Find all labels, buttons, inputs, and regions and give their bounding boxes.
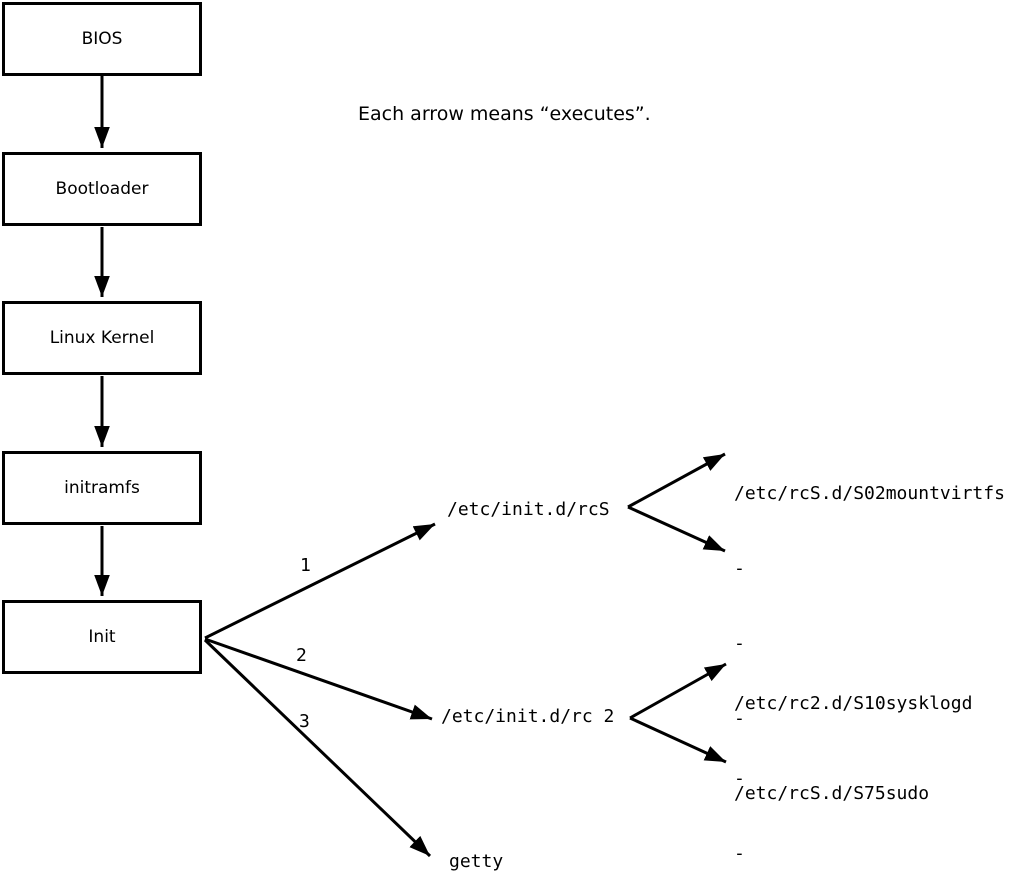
arrow-rcs-to-s02mountvirtfs [627, 452, 726, 509]
node-init-label: Init [88, 627, 116, 647]
node-bios-label: BIOS [81, 29, 123, 49]
node-init: Init [2, 600, 202, 674]
script-s02mountvirtfs: /etc/rcS.d/S02mountvirtfs [734, 483, 1005, 504]
arrow-init-to-getty [203, 638, 432, 858]
arrow-init-to-rc2 [204, 637, 433, 721]
node-bootloader: Bootloader [2, 152, 202, 226]
arrow-rc2-to-s99gdm [629, 716, 727, 764]
arrow-rcs-to-s75sudo [627, 505, 726, 553]
rc2-script-list: /etc/rc2.d/S10sysklogd - - - /etc/rc2.d/… [734, 641, 972, 875]
node-initramfs: initramfs [2, 451, 202, 525]
node-initramfs-label: initramfs [64, 478, 140, 498]
arrow-init-to-rcs [204, 522, 436, 640]
branch-order-2: 2 [296, 645, 307, 666]
legend-note: Each arrow means “executes”. [358, 103, 651, 125]
script-s75sudo: /etc/rcS.d/S75sudo [734, 783, 930, 804]
branch-order-1: 1 [300, 555, 311, 576]
script-list-ellipsis-dash: - [734, 843, 745, 864]
node-bootloader-label: Bootloader [55, 179, 149, 199]
script-list-ellipsis-dash: - [734, 768, 745, 789]
node-linux-kernel: Linux Kernel [2, 301, 202, 375]
script-s10sysklogd: /etc/rc2.d/S10sysklogd [734, 693, 973, 714]
arrow-rc2-to-s10sysklogd [629, 662, 727, 720]
rcs-script-list: /etc/rcS.d/S02mountvirtfs - - - /etc/rcS… [734, 431, 1005, 856]
script-list-ellipsis-dash: - [734, 708, 745, 729]
script-list-ellipsis-dash: - [734, 633, 745, 654]
target-getty: getty [449, 851, 504, 872]
node-linux-kernel-label: Linux Kernel [49, 328, 155, 348]
script-list-ellipsis-dash: - [734, 558, 745, 579]
branch-order-3: 3 [299, 711, 310, 732]
node-bios: BIOS [2, 2, 202, 76]
target-rcs: /etc/init.d/rcS [447, 499, 610, 520]
target-rc2: /etc/init.d/rc 2 [441, 706, 615, 727]
